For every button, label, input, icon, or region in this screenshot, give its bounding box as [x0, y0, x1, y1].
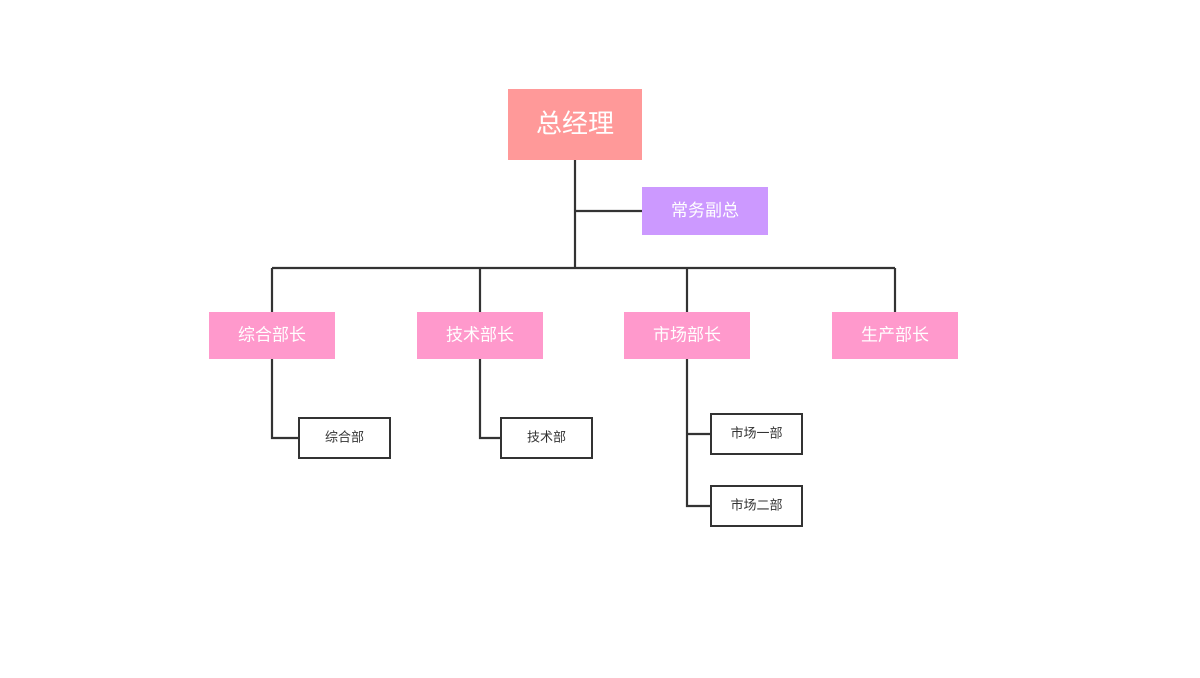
node-department[interactable]: 综合部 [298, 417, 391, 459]
node-executive-deputy[interactable]: 常务副总 [642, 187, 768, 235]
connector-line [270, 359, 299, 440]
node-department[interactable]: 市场一部 [710, 413, 803, 455]
node-label: 市场二部 [730, 498, 782, 514]
node-head[interactable]: 市场部长 [624, 312, 750, 359]
node-label: 综合部长 [238, 326, 306, 346]
node-label: 技术部 [527, 431, 566, 446]
node-label: 市场部长 [653, 326, 721, 346]
node-label: 总经理 [536, 110, 614, 140]
connector-lines [270, 160, 897, 508]
node-department[interactable]: 技术部 [500, 417, 593, 459]
node-label: 常务副总 [671, 201, 739, 221]
node-label: 综合部 [325, 431, 364, 446]
node-label: 技术部长 [446, 326, 514, 346]
node-head[interactable]: 生产部长 [832, 312, 958, 359]
node-head[interactable]: 综合部长 [209, 312, 335, 359]
node-department[interactable]: 市场二部 [710, 485, 803, 527]
node-label: 生产部长 [861, 326, 929, 346]
node-label: 市场一部 [730, 426, 782, 442]
connector-line [478, 359, 501, 440]
connector-line [685, 359, 711, 508]
node-general-manager[interactable]: 总经理 [508, 89, 642, 160]
node-head[interactable]: 技术部长 [417, 312, 543, 359]
